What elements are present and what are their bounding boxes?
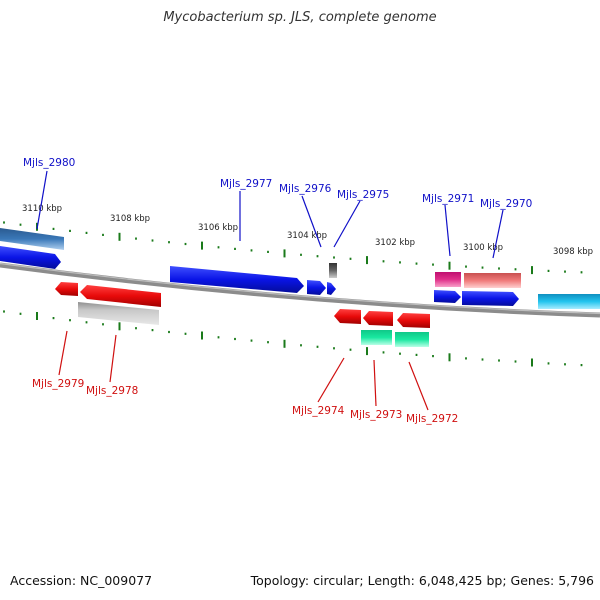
gene-arrow-reverse[interactable] [363, 311, 393, 326]
tick-label: 3102 kbp [375, 238, 415, 248]
genome-backbone [0, 262, 600, 318]
accession-text: Accession: NC_009077 [10, 573, 153, 588]
gene-arrow-2980[interactable] [0, 228, 64, 250]
gene-arrow-forward[interactable] [0, 246, 61, 269]
gene-label-2973[interactable]: Mjls_2973 [350, 409, 402, 421]
gene-arrow-2977[interactable] [170, 266, 304, 293]
lower-tick-ring [3, 310, 583, 367]
gene-arrow-reverse[interactable] [397, 313, 430, 328]
gene-label-2976[interactable]: Mjls_2976 [279, 183, 332, 195]
gene-arrow-2976[interactable] [307, 280, 326, 295]
gene-arrow-2976b[interactable] [327, 282, 336, 295]
label-leaders [36, 170, 504, 411]
gene-arrow-2979[interactable] [55, 282, 78, 296]
gene-label-2979[interactable]: Mjls_2979 [32, 378, 84, 390]
gene-arrow-2978[interactable] [80, 285, 161, 307]
gene-block-2970[interactable] [464, 273, 521, 288]
gene-arrow-forward[interactable] [434, 290, 461, 303]
gene-label-2970[interactable]: Mjls_2970 [480, 198, 532, 210]
upper-tick-ring [3, 221, 583, 275]
gene-block-2972[interactable] [395, 332, 429, 347]
backbone-highlight [0, 262, 600, 315]
tick-label: 3100 kbp [463, 243, 503, 253]
gene-labels: Mjls_2980 Mjls_2977 Mjls_2976 Mjls_2975 … [23, 157, 532, 425]
gene-arrow-forward[interactable] [462, 291, 519, 306]
gene-label-2978[interactable]: Mjls_2978 [86, 385, 138, 397]
gene-label-2975[interactable]: Mjls_2975 [337, 189, 389, 201]
map-title: Mycobacterium sp. JLS, complete genome [163, 10, 437, 25]
gene-block-cyan[interactable] [538, 294, 600, 309]
forward-strand-features [0, 228, 600, 309]
gene-label-2971[interactable]: Mjls_2971 [422, 193, 474, 205]
gene-label-2974[interactable]: Mjls_2974 [292, 405, 345, 417]
tick-label: 3108 kbp [110, 214, 150, 224]
tick-label: 3104 kbp [287, 231, 327, 241]
gene-label-2977[interactable]: Mjls_2977 [220, 178, 272, 190]
gene-arrow-2974[interactable] [334, 309, 361, 324]
tick-label: 3110 kbp [22, 204, 62, 214]
gene-label-2972[interactable]: Mjls_2972 [406, 413, 458, 425]
gene-block-gray[interactable] [78, 302, 159, 325]
reverse-strand-features [55, 282, 430, 347]
gene-block-2973[interactable] [361, 330, 392, 345]
gene-label-2980[interactable]: Mjls_2980 [23, 157, 75, 169]
genome-summary-text: Topology: circular; Length: 6,048,425 bp… [250, 573, 594, 588]
tick-label: 3106 kbp [198, 223, 238, 233]
tick-label: 3098 kbp [553, 247, 593, 257]
gene-block-2971[interactable] [435, 272, 461, 287]
coordinate-labels: 3110 kbp 3108 kbp 3106 kbp 3104 kbp 3102… [22, 204, 593, 257]
gene-block-2975[interactable] [329, 263, 337, 278]
